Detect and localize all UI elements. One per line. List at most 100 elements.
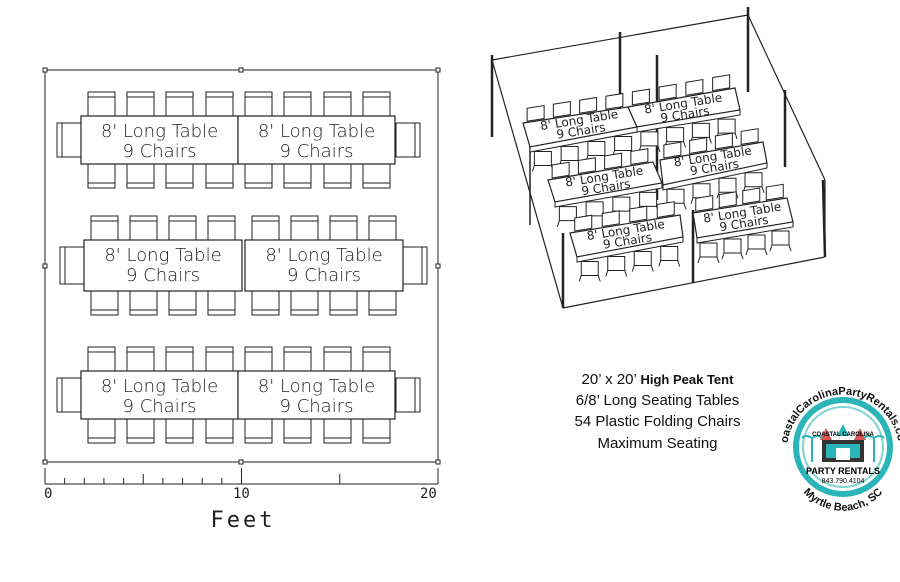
iso-chair	[551, 161, 570, 179]
chair	[323, 418, 352, 444]
table-seats: 9 Chairs	[287, 265, 361, 286]
iso-chair	[630, 148, 649, 166]
chair	[362, 346, 391, 372]
scale-unit: Feet	[211, 508, 276, 533]
iso-chair	[715, 118, 738, 140]
chairs-line: 54 Plastic Folding Chairs	[574, 413, 741, 430]
chair	[283, 418, 312, 444]
iso-chair	[526, 104, 545, 122]
iso-chair	[601, 210, 620, 228]
tent-pole-marker	[238, 67, 244, 73]
iso-chair	[712, 74, 731, 92]
table-seats: 9 Chairs	[280, 141, 354, 162]
tent-pole-marker	[42, 459, 48, 465]
iso-chair	[689, 137, 708, 154]
chair	[56, 377, 82, 413]
iso-chair	[765, 183, 784, 201]
chair	[244, 346, 273, 372]
table-label: 8' Long Table	[265, 245, 382, 266]
tent-pole-marker	[435, 67, 441, 73]
iso-chair	[658, 83, 677, 101]
tent-edge	[747, 14, 826, 181]
iso-chair	[604, 152, 623, 170]
iso-chair	[685, 79, 704, 96]
iso-chair	[578, 261, 601, 282]
iso-chair	[664, 127, 687, 148]
chair	[126, 346, 155, 372]
tent-pole-marker	[435, 459, 441, 465]
chair	[165, 418, 194, 444]
chair	[87, 418, 116, 444]
chair	[395, 122, 421, 158]
chair	[205, 346, 234, 372]
table-label: 8' Long Table	[104, 245, 221, 266]
table-label: 8' Long Table	[101, 121, 218, 142]
iso-chair	[552, 100, 571, 118]
logo-ring	[793, 397, 893, 497]
iso-chair	[658, 246, 681, 267]
chair	[165, 346, 194, 372]
iso-chair	[631, 251, 654, 272]
tent-pole	[821, 179, 827, 258]
iso-chair	[579, 96, 598, 114]
iso-chair	[689, 122, 712, 144]
tent-pole-marker	[435, 263, 441, 269]
iso-chair	[631, 88, 650, 106]
chair	[283, 346, 312, 372]
iso-chair	[742, 172, 765, 193]
chair	[244, 418, 273, 444]
chair	[126, 418, 155, 444]
tent-edge	[491, 59, 564, 309]
iso-chair	[721, 238, 744, 260]
table-label: 8' Long Table	[258, 121, 375, 142]
table-seats: 9 Chairs	[126, 265, 200, 286]
logo-location: Myrtle Beach, SC	[801, 486, 885, 514]
logo-name: PARTY RENTALS	[806, 466, 880, 476]
iso-chair	[697, 242, 720, 264]
scale-label-10: 10	[233, 486, 250, 502]
chair	[323, 346, 352, 372]
logo-phone: 843.790.4104	[822, 478, 865, 485]
scale-label-0: 0	[44, 486, 52, 502]
tent-size-line: 20’ x 20’ High Peak Tent	[581, 371, 734, 388]
tables-line: 6/8’ Long Seating Tables	[575, 392, 740, 409]
tent-pole-marker	[42, 263, 48, 269]
iso-chair	[769, 230, 792, 252]
table-seats: 9 Chairs	[123, 396, 197, 417]
table-seats: 9 Chairs	[123, 141, 197, 162]
iso-chair	[605, 92, 624, 110]
iso-chair	[663, 141, 682, 159]
seating-line: Maximum Seating	[597, 435, 718, 452]
iso-chair	[531, 151, 554, 172]
iso-chair	[656, 201, 675, 218]
iso-chair	[638, 131, 661, 153]
chair	[395, 377, 421, 413]
table-label: 8' Long Table	[258, 376, 375, 397]
bounce-castle-icon	[801, 424, 885, 462]
iso-chair	[745, 234, 768, 256]
iso-chair	[629, 205, 648, 223]
iso-chair	[695, 195, 714, 212]
iso-chair	[577, 157, 596, 175]
iso-chair	[714, 132, 733, 150]
iso-chair	[740, 128, 759, 145]
iso-chair	[574, 214, 593, 232]
table-label: 8' Long Table	[101, 376, 218, 397]
logo-top-text: COASTAL CAROLINA	[812, 432, 874, 438]
scale-label-20: 20	[420, 486, 437, 502]
iso-chair	[718, 191, 737, 209]
table-seats: 9 Chairs	[280, 396, 354, 417]
chair	[205, 418, 234, 444]
iso-chair	[742, 187, 761, 205]
